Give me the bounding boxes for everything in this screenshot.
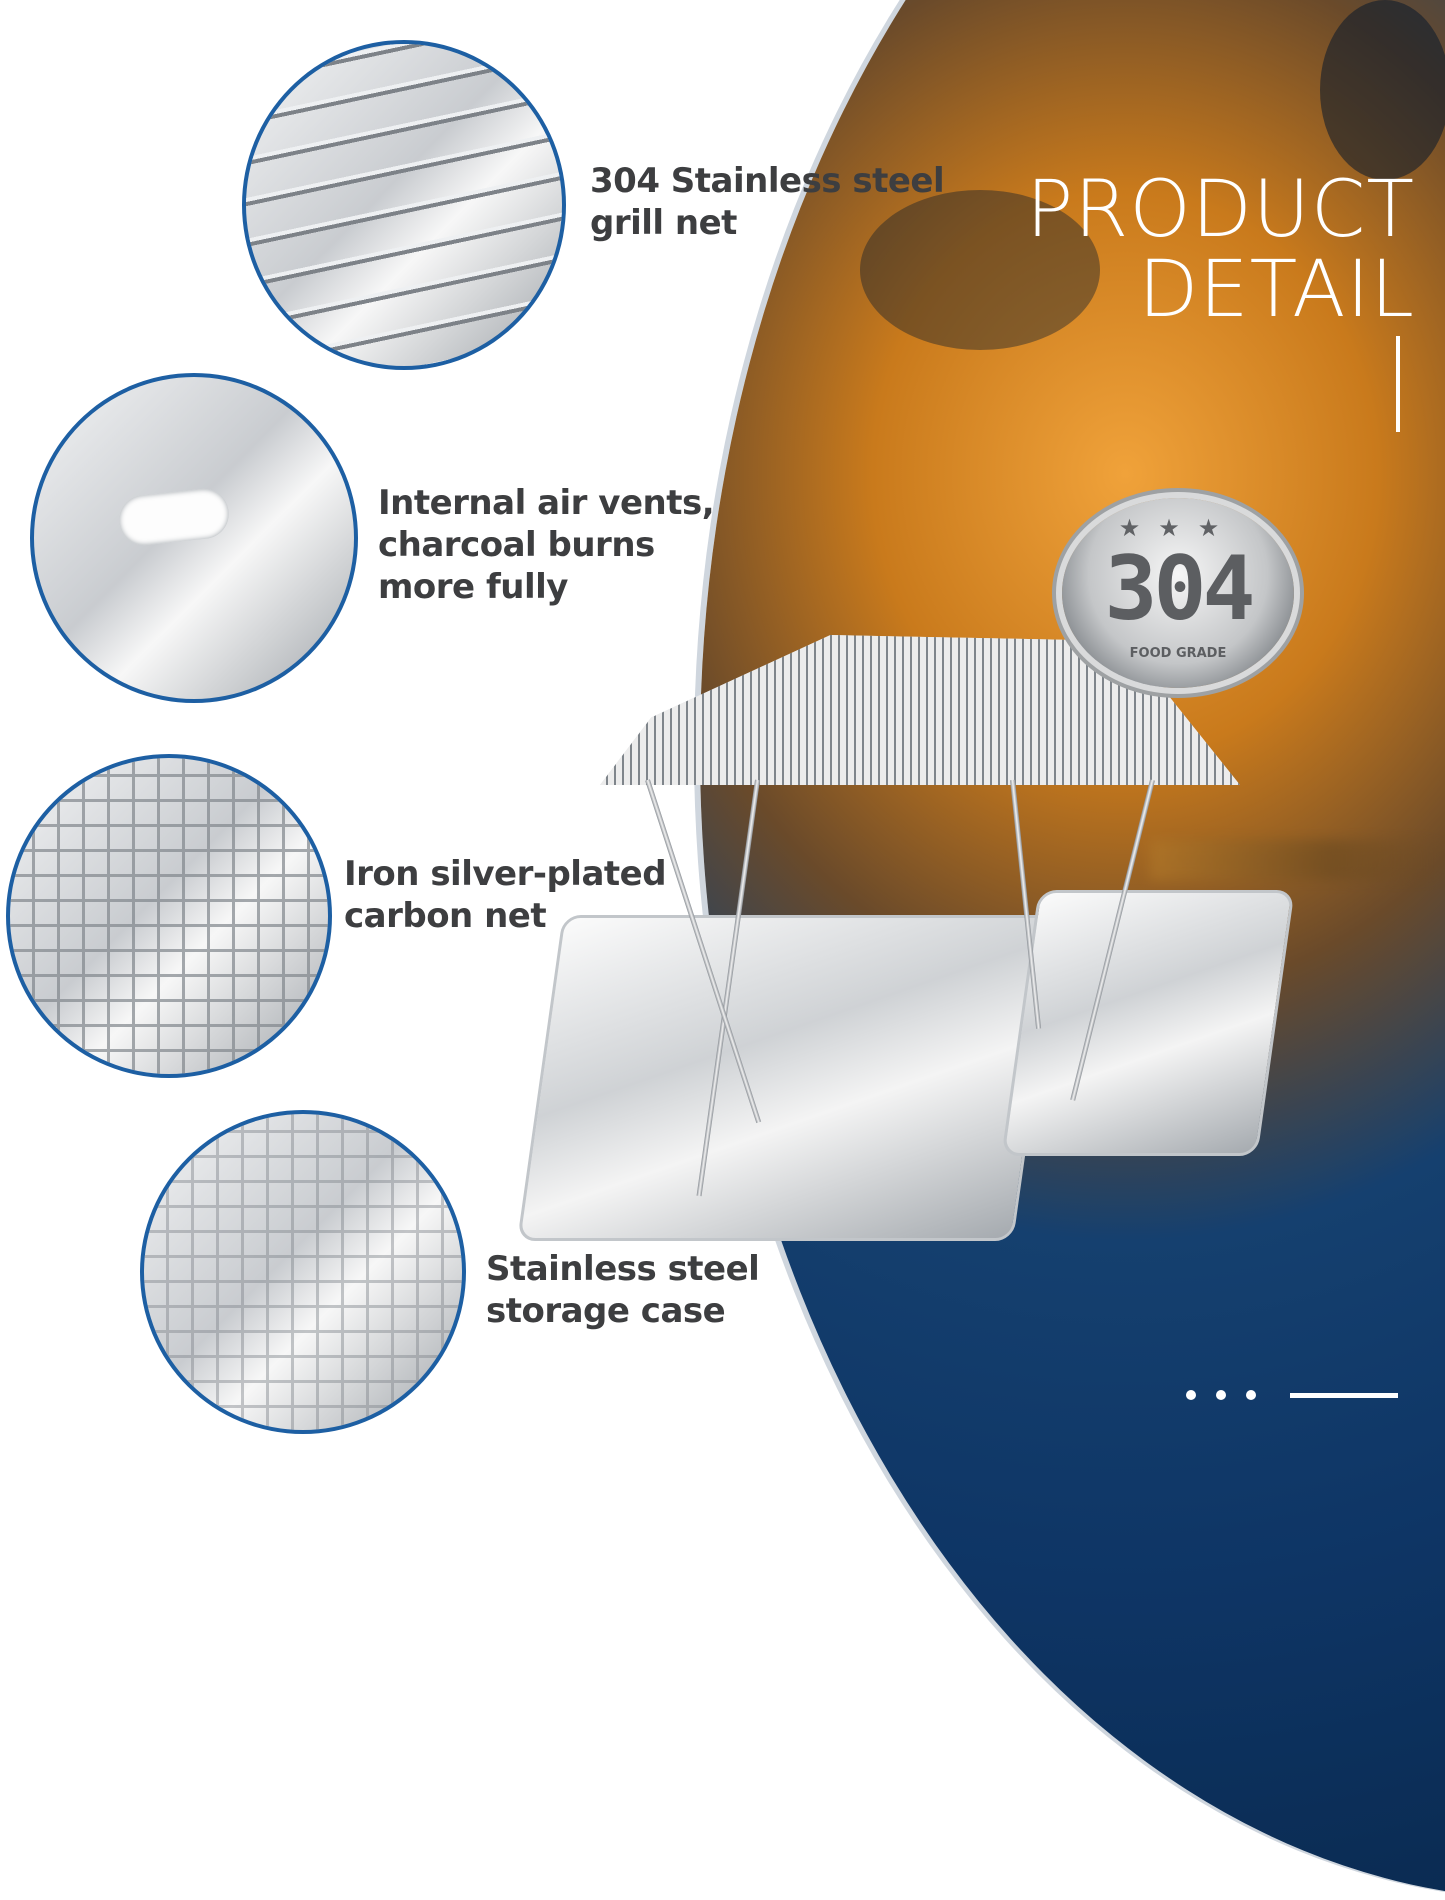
title-line-product: PRODUCT — [1026, 165, 1415, 255]
detail-image-air-vents — [30, 373, 358, 703]
grill-net-texture — [246, 44, 562, 366]
lake-reflection — [1150, 840, 1445, 880]
pagination-indicator — [1186, 1390, 1398, 1400]
detail-image-carbon-net — [6, 754, 332, 1078]
folding-grill-product-image — [517, 600, 1340, 1300]
pagination-dot[interactable] — [1246, 1390, 1256, 1400]
feature-label-carbon-net: Iron silver-plated carbon net — [344, 854, 667, 936]
feature-label-air-vents: Internal air vents, charcoal burns more … — [378, 483, 715, 607]
pagination-dot[interactable] — [1186, 1390, 1196, 1400]
feature-label-storage-case: Stainless steel storage case — [486, 1249, 760, 1331]
badge-subtitle: FOOD GRADE — [1129, 646, 1227, 661]
food-grade-badge: ★★★ 304 FOOD GRADE — [1062, 498, 1294, 688]
detail-image-storage-case — [140, 1110, 466, 1434]
detail-image-grill-net — [242, 40, 566, 370]
badge-number: 304 — [1104, 537, 1256, 640]
air-vent-slot — [116, 486, 232, 548]
pagination-dot[interactable] — [1216, 1390, 1226, 1400]
page-title: PRODUCT DETAIL — [1026, 170, 1415, 330]
star-icon: ★★★ — [1118, 514, 1238, 542]
pagination-active-dash[interactable] — [1290, 1392, 1398, 1398]
title-line-detail: DETAIL — [1138, 245, 1415, 335]
feature-label-grill-net: 304 Stainless steel grill net — [590, 161, 945, 243]
tree-silhouette — [860, 190, 1100, 350]
tree-silhouette — [1320, 0, 1445, 180]
storage-tray-left — [517, 915, 1059, 1241]
title-divider — [1396, 336, 1400, 432]
carbon-net-texture — [10, 758, 328, 1074]
storage-case-texture — [144, 1114, 462, 1430]
storage-tray-right — [1001, 890, 1295, 1156]
